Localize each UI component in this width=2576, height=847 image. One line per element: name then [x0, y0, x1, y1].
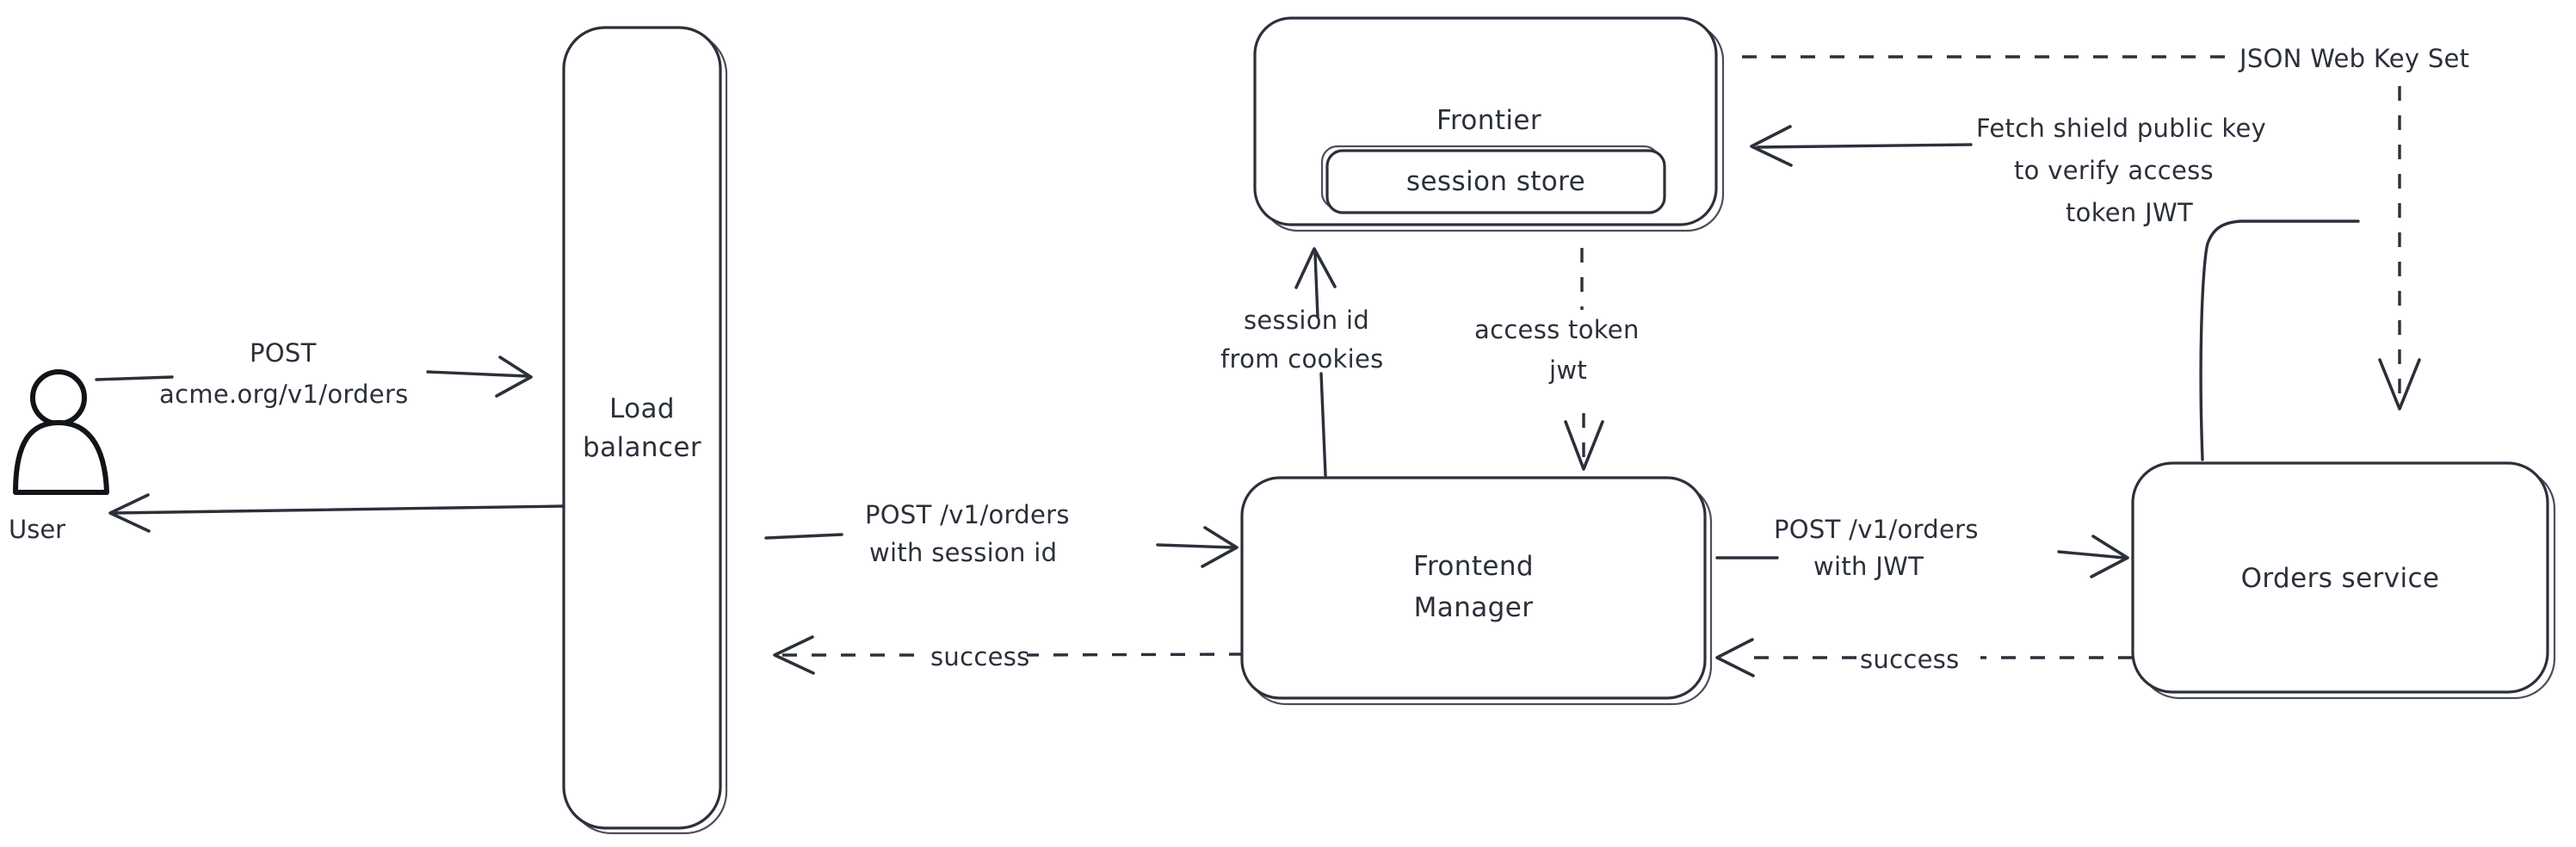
node-session-store-label: session store	[1406, 166, 1585, 197]
edge-orders-to-frontier-label-line2: to verify access	[2014, 156, 2214, 185]
edge-lb-to-fm-label-line2: with session id	[869, 538, 1057, 567]
node-frontier-label: Frontier	[1436, 105, 1541, 136]
node-session-store[interactable]: session store	[1320, 145, 1666, 214]
node-load-balancer-label-line1: Load	[609, 393, 675, 424]
node-frontend-manager-label-line1: Frontend	[1413, 551, 1534, 582]
edge-user-to-lb-label-line1: POST	[250, 338, 317, 368]
user-actor-label: User	[9, 515, 65, 544]
edge-fm-to-frontier-label-line2: from cookies	[1220, 344, 1384, 374]
edge-frontier-to-fm-label-line1: access token	[1474, 315, 1640, 344]
node-load-balancer[interactable]: Load balancer	[562, 26, 728, 835]
edge-frontier-to-fm-label-line2: jwt	[1548, 355, 1587, 385]
edge-fm-to-lb-success: success	[773, 635, 1245, 675]
edge-fm-to-frontier: session id from cookies	[1220, 247, 1384, 477]
edge-fm-to-frontier-label-line1: session id	[1244, 306, 1369, 335]
node-orders-service[interactable]: Orders service	[2131, 461, 2556, 700]
edge-frontier-to-orders-jwks-label: JSON Web Key Set	[2238, 44, 2469, 73]
edge-orders-to-frontier: Fetch shield public key to verify access…	[1750, 114, 2360, 461]
edge-orders-to-frontier-label-line3: token JWT	[2066, 198, 2193, 227]
node-frontend-manager-label-line2: Manager	[1414, 592, 1534, 623]
edge-fm-to-orders-label-line1: POST /v1/orders	[1774, 515, 1979, 544]
node-orders-service-label: Orders service	[2241, 563, 2440, 594]
edge-user-to-lb: POST acme.org/v1/orders	[95, 338, 533, 409]
user-actor: User	[9, 369, 109, 544]
edge-lb-to-fm-label-line1: POST /v1/orders	[865, 500, 1070, 529]
edge-frontier-to-fm: access token jwt	[1474, 248, 1640, 471]
edge-orders-to-frontier-label-line1: Fetch shield public key	[1976, 114, 2266, 143]
edge-frontier-to-orders-jwks: JSON Web Key Set	[1742, 44, 2469, 411]
node-frontend-manager[interactable]: Frontend Manager	[1240, 476, 1713, 706]
edge-user-to-lb-label-line2: acme.org/v1/orders	[159, 380, 409, 409]
node-load-balancer-label-line2: balancer	[583, 432, 701, 463]
edge-lb-to-user	[108, 493, 565, 533]
edge-fm-to-lb-success-label: success	[930, 642, 1030, 671]
edge-lb-to-frontend-manager: POST /v1/orders with session id	[764, 500, 1239, 568]
edge-orders-to-fm-success-label: success	[1860, 645, 1960, 674]
edge-fm-to-orders: POST /v1/orders with JWT	[1715, 515, 2129, 581]
node-frontier[interactable]: Frontier session store	[1253, 16, 1725, 232]
edge-orders-to-fm-success: success	[1715, 638, 2133, 677]
edge-fm-to-orders-label-line2: with JWT	[1813, 552, 1924, 581]
